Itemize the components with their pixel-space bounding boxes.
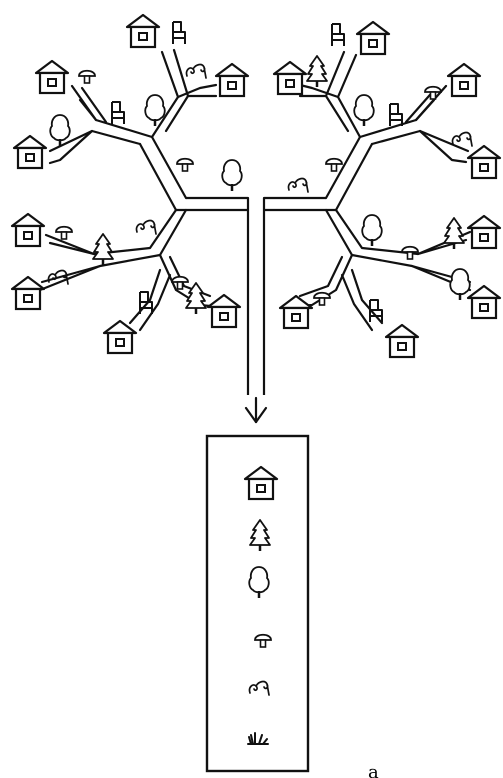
mushroom-icon: [401, 245, 419, 260]
tree-icon: [49, 113, 71, 148]
house-icon: [446, 62, 482, 98]
mushroom-icon: [55, 225, 73, 240]
chair-icon: [111, 101, 125, 125]
house-icon: [10, 212, 46, 248]
house-icon: [206, 293, 242, 329]
chair-icon: [389, 103, 403, 127]
trunk: [246, 215, 266, 395]
bindweed-icon: [185, 63, 207, 79]
house-icon: [355, 20, 391, 56]
upper-right-branch: [298, 50, 470, 212]
house-icon: [102, 319, 138, 355]
spruce-icon: [91, 232, 115, 267]
upper-left-branch: [48, 48, 218, 212]
house-icon: [34, 59, 70, 95]
center-leaves: [221, 158, 309, 193]
house-icon: [214, 62, 250, 98]
house-icon: [466, 284, 502, 320]
spruce-icon: [442, 216, 466, 251]
tree-icon: [221, 158, 243, 193]
crossbar: [176, 196, 336, 215]
bindweed-icon: [135, 219, 157, 235]
tree-icon: [449, 267, 471, 302]
upper-right-leaves: [272, 20, 502, 180]
bindweed-icon: [287, 177, 309, 193]
chair-icon: [331, 23, 345, 47]
house-icon: [466, 144, 502, 180]
tree-icon: [361, 213, 383, 248]
house-icon: [384, 323, 420, 359]
mushroom-icon: [78, 69, 96, 84]
house-icon: [272, 60, 308, 96]
mushroom-icon: [325, 157, 343, 172]
house-icon: [278, 294, 314, 330]
upper-left-leaves: [12, 13, 250, 172]
lower-right-leaves: [278, 213, 502, 359]
chair-icon: [369, 299, 383, 323]
lower-right-branch: [298, 208, 472, 332]
house-icon: [466, 214, 502, 250]
house-icon: [12, 134, 48, 170]
chair-icon: [172, 21, 186, 45]
arrow-down-icon: [244, 396, 268, 424]
corner-mark: a: [368, 762, 379, 778]
spruce-icon: [305, 54, 329, 89]
lower-left-branch: [38, 208, 212, 332]
house-icon: [125, 13, 161, 49]
mushroom-icon: [176, 157, 194, 172]
house-icon: [10, 275, 46, 311]
tree-icon: [353, 93, 375, 128]
bindweed-icon: [451, 131, 473, 147]
